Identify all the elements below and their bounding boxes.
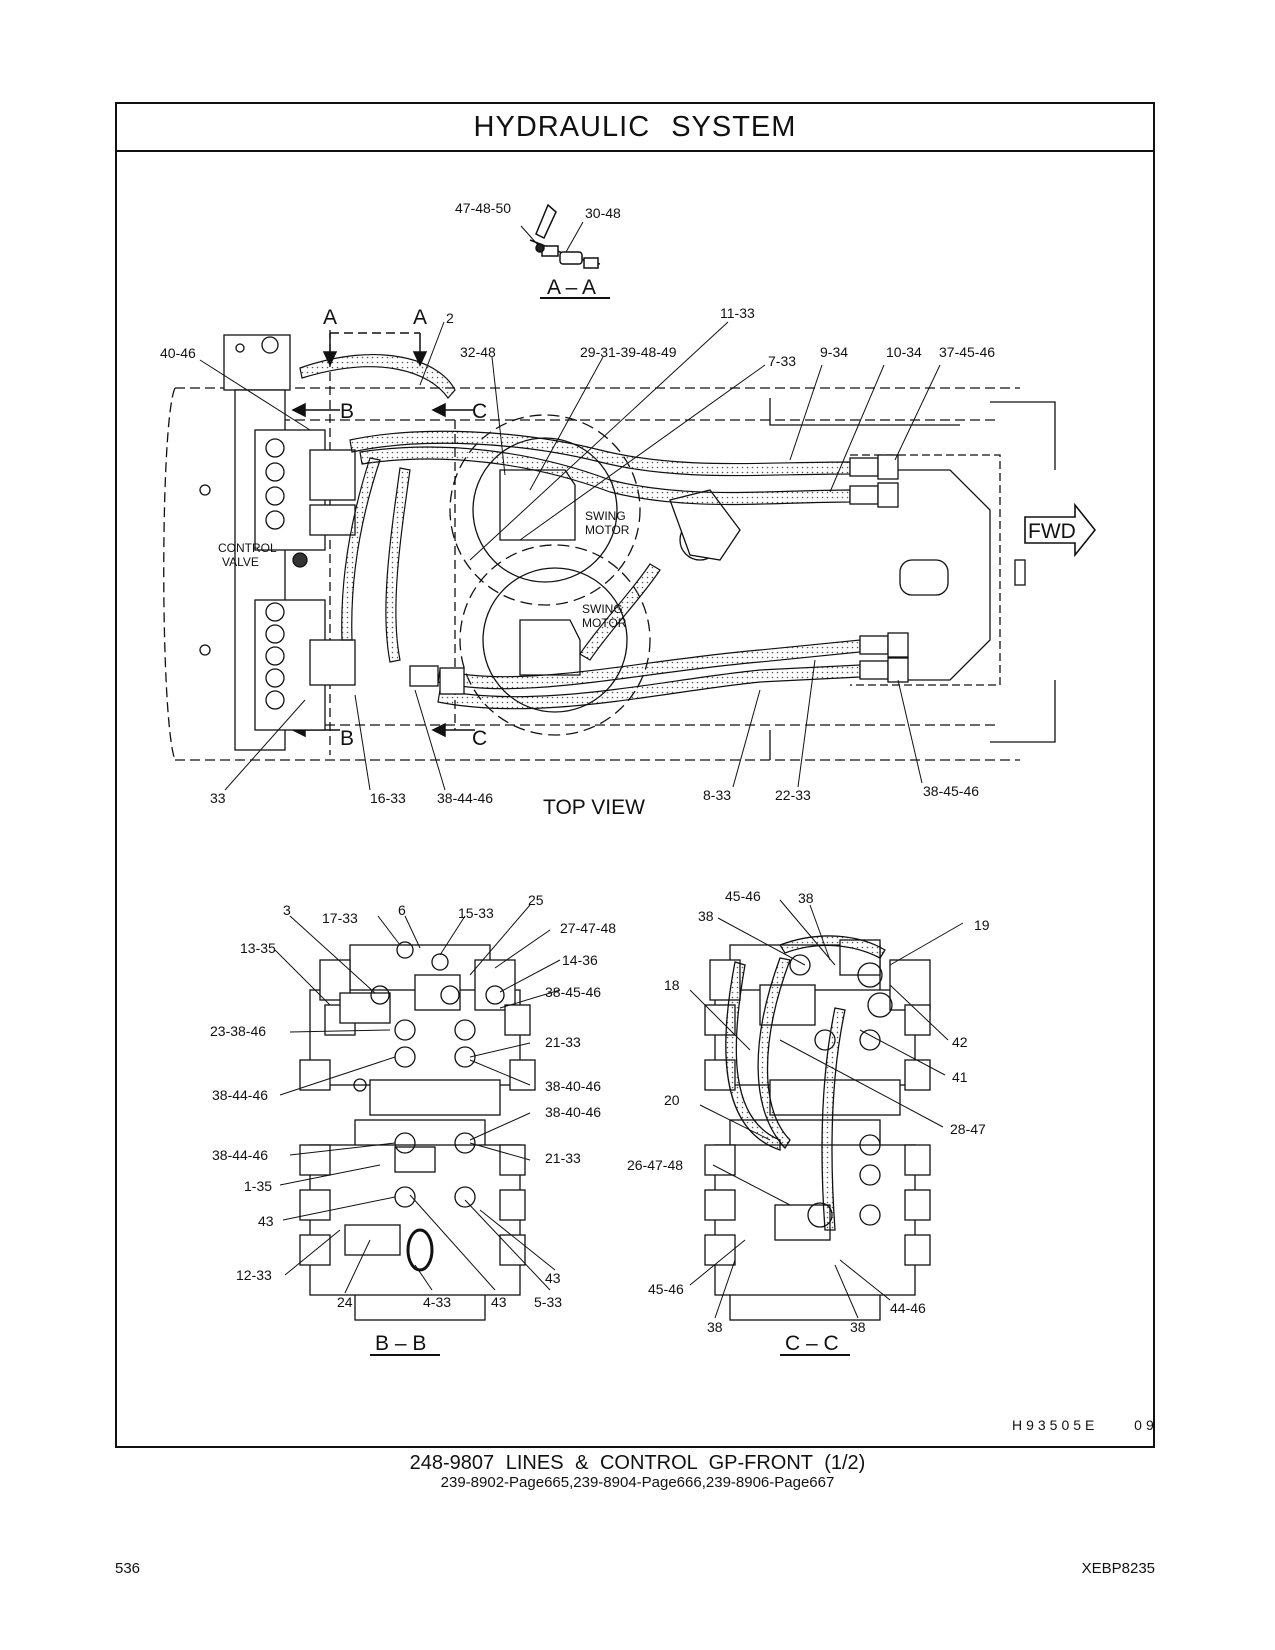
callout: 21-33 [545, 1034, 581, 1050]
drawing-frame: HYDRAULIC SYSTEM [115, 102, 1155, 1448]
callout: 17-33 [322, 910, 358, 926]
detail-aa [520, 203, 610, 299]
section-mark-b: B [340, 727, 354, 750]
callout: 38-44-46 [437, 790, 493, 806]
drawing-code: H93505E 09 [1012, 1417, 1158, 1433]
callout: 9-34 [820, 344, 848, 360]
callout: 44-46 [890, 1300, 926, 1316]
callout: 1-35 [244, 1178, 272, 1194]
callout: 45-46 [648, 1281, 684, 1297]
callout: 21-33 [545, 1150, 581, 1166]
callout: 27-47-48 [560, 920, 616, 936]
callout: 38-45-46 [545, 984, 601, 1000]
fwd-label: FWD [1028, 520, 1076, 543]
callout: 23-38-46 [210, 1023, 266, 1039]
component-label: SWING [585, 509, 626, 523]
callout: 14-36 [562, 952, 598, 968]
drawing-revision: 09 [1134, 1417, 1158, 1433]
callout: 10-34 [886, 344, 922, 360]
callout: 19 [974, 917, 990, 933]
callout: 22-33 [775, 787, 811, 803]
callout: 30-48 [585, 205, 621, 221]
callout: 38 [798, 890, 814, 906]
part-title: 248-9807 LINES & CONTROL GP-FRONT (1/2) [409, 1452, 866, 1474]
callout: 16-33 [370, 790, 406, 806]
callout: 40-46 [160, 345, 196, 361]
callout: 43 [258, 1213, 274, 1229]
callout: 38 [698, 908, 714, 924]
callout: 32-48 [460, 344, 496, 360]
section-mark-b: B [340, 400, 354, 423]
page-title: HYDRAULIC SYSTEM [473, 110, 797, 143]
callout: 25 [528, 892, 544, 908]
view-label-bb: B – B [375, 1332, 426, 1355]
section-mark-a: A [413, 306, 427, 329]
callout: 42 [952, 1034, 968, 1050]
callout: 5-33 [534, 1294, 562, 1310]
top-view-labels: A A B B C C CONTROL VALVE SWING MOTOR SW… [160, 305, 1076, 819]
callout: 4-33 [423, 1294, 451, 1310]
section-arrows [291, 333, 475, 738]
section-mark-a: A [323, 306, 337, 329]
component-label: CONTROL [218, 541, 277, 555]
callout: 47-48-50 [455, 200, 511, 216]
callout: 38 [707, 1319, 723, 1335]
callout: 3 [283, 902, 291, 918]
component-label: MOTOR [582, 616, 627, 630]
callout: 13-35 [240, 940, 276, 956]
view-cc [704, 935, 931, 1321]
title-bar: HYDRAULIC SYSTEM [117, 104, 1153, 152]
view-bb [299, 941, 536, 1321]
callout: 37-45-46 [939, 344, 995, 360]
view-label-top: TOP VIEW [543, 796, 645, 819]
callout: 43 [491, 1294, 507, 1310]
callout: 38-40-46 [545, 1104, 601, 1120]
callout: 45-46 [725, 888, 761, 904]
component-label: SWING [582, 602, 623, 616]
view-cc-labels: 45-46 38 38 19 18 42 41 20 28-47 26-47-4… [627, 888, 990, 1355]
view-bb-labels: 3 17-33 6 15-33 25 27-47-48 13-35 14-36 … [210, 892, 616, 1355]
view-cc-leaders [689, 899, 964, 1356]
callout: 20 [664, 1092, 680, 1108]
component-label: MOTOR [585, 523, 630, 537]
hoses [299, 354, 861, 710]
callout: 38 [850, 1319, 866, 1335]
callout: 38-40-46 [545, 1078, 601, 1094]
fittings [409, 454, 909, 695]
callout: 6 [398, 902, 406, 918]
callout: 26-47-48 [627, 1157, 683, 1173]
view-label-aa: A – A [547, 276, 596, 299]
top-view-leaders [199, 321, 941, 791]
view-label-cc: C – C [785, 1332, 839, 1355]
section-mark-c: C [472, 400, 487, 423]
callout: 18 [664, 977, 680, 993]
callout: 38-45-46 [923, 783, 979, 799]
view-bb-leaders [274, 904, 561, 1356]
section-mark-c: C [472, 727, 487, 750]
callout: 12-33 [236, 1267, 272, 1283]
page-references: 239-8902-Page665,239-8904-Page666,239-89… [440, 1474, 835, 1491]
callout: 43 [545, 1270, 561, 1286]
callout: 29-31-39-48-49 [580, 344, 677, 360]
callout: 24 [337, 1294, 353, 1310]
callout: 33 [210, 790, 226, 806]
callout: 8-33 [703, 787, 731, 803]
page-number: 536 [115, 1560, 141, 1577]
component-label: VALVE [222, 555, 259, 569]
document-code: XEBP8235 [1081, 1560, 1155, 1577]
callout: 28-47 [950, 1121, 986, 1137]
callout: 2 [446, 310, 454, 326]
drawing-number: H93505E [1012, 1417, 1099, 1433]
callout: 41 [952, 1069, 968, 1085]
callout: 38-44-46 [212, 1087, 268, 1103]
callout: 11-33 [720, 305, 755, 321]
callout: 15-33 [458, 905, 494, 921]
detail-aa-labels: 47-48-50 30-48 A – A [455, 200, 621, 299]
callout: 38-44-46 [212, 1147, 268, 1163]
control-valve [199, 334, 356, 751]
callout: 7-33 [768, 353, 796, 369]
